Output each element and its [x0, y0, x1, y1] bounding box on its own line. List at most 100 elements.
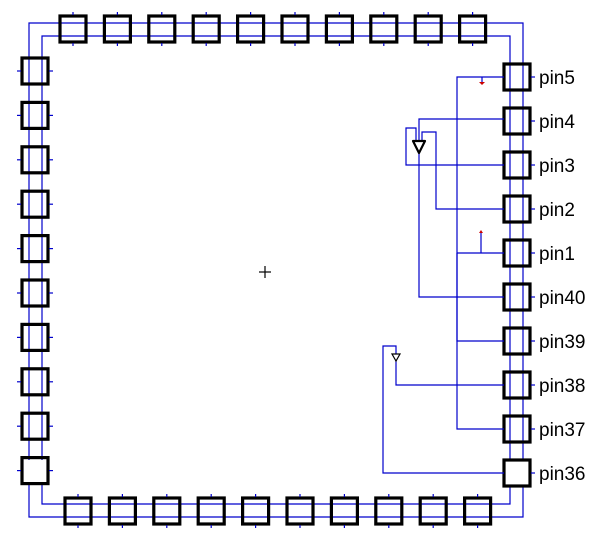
left-pad[interactable]	[17, 456, 53, 486]
right-pad-pin1[interactable]	[502, 238, 535, 268]
pad-outline	[502, 414, 532, 444]
bottom-pad[interactable]	[329, 494, 359, 528]
left-pad[interactable]	[17, 100, 53, 131]
bottom-pad[interactable]	[152, 494, 182, 528]
top-pad[interactable]	[147, 12, 177, 46]
bottom-pad[interactable]	[463, 494, 493, 528]
buffer-triangle-icon	[411, 139, 427, 155]
pad-outline	[147, 14, 177, 44]
red-marker-icon	[479, 82, 485, 85]
bottom-pad[interactable]	[418, 494, 448, 528]
bottom-pad[interactable]	[374, 494, 404, 528]
pad-outline	[20, 100, 50, 131]
pin-label-pin1: pin1	[539, 244, 575, 265]
top-pad[interactable]	[280, 12, 310, 46]
top-pad[interactable]	[58, 12, 88, 46]
left-pad[interactable]	[17, 411, 53, 441]
left-pad[interactable]	[17, 56, 53, 86]
pad-outline	[502, 282, 532, 312]
top-pad[interactable]	[458, 12, 488, 46]
bottom-pad[interactable]	[285, 494, 315, 528]
top-pad[interactable]	[102, 12, 133, 46]
extras	[259, 77, 485, 363]
pad-outline	[20, 456, 50, 486]
pad-outline	[20, 56, 50, 86]
pad-outline	[502, 106, 532, 136]
pad-outline	[502, 458, 532, 488]
bottom-pad[interactable]	[196, 494, 226, 528]
pin-label-pin37: pin37	[539, 420, 586, 441]
bottom-pad[interactable]	[63, 494, 93, 528]
pad-outline	[152, 496, 182, 526]
left-pad[interactable]	[17, 234, 53, 264]
pin-label-pin38: pin38	[539, 376, 586, 397]
red-marker-icon	[479, 230, 483, 233]
top-bus-outer	[28, 22, 524, 70]
pad-outline	[20, 367, 50, 397]
pad-outline	[20, 145, 50, 175]
pin-label-pin5: pin5	[539, 68, 575, 89]
pad-outline	[502, 370, 532, 400]
right-pad-pin2[interactable]	[502, 194, 535, 224]
pad-outline	[191, 14, 221, 44]
right-pad-pin5[interactable]	[502, 62, 535, 92]
wire-pin1-pin39	[456, 253, 504, 342]
right-pad-pin4[interactable]	[502, 106, 535, 136]
right-pad-pin40[interactable]	[502, 282, 535, 312]
pad-outline	[20, 411, 50, 441]
pad-outline	[20, 234, 50, 264]
pad-outline	[241, 496, 271, 526]
pin-labels: pin5pin4pin3pin2pin1pin40pin39pin38pin37…	[539, 68, 586, 485]
right-pad-pin39[interactable]	[502, 326, 535, 356]
bottom-pad[interactable]	[107, 494, 138, 528]
pin-label-pin40: pin40	[539, 288, 586, 309]
pad-outline	[502, 62, 532, 92]
left-pad[interactable]	[17, 322, 53, 352]
top-pad[interactable]	[324, 12, 354, 46]
right-pad-pin37[interactable]	[502, 414, 535, 444]
wire-pin3-buffer	[405, 127, 504, 166]
wire-pin38-buffer	[395, 360, 504, 386]
pad-outline	[374, 496, 404, 526]
pad-outline	[413, 14, 443, 44]
pad-outline	[280, 14, 310, 44]
bottom-bus-outer	[28, 484, 524, 518]
left-pad[interactable]	[17, 367, 53, 397]
top-pad[interactable]	[413, 12, 443, 46]
wire-buffer-pin40	[418, 152, 504, 298]
pad-outline	[418, 496, 448, 526]
pad-outline	[63, 496, 93, 526]
bus-lines	[28, 22, 524, 518]
left-pad[interactable]	[17, 189, 53, 219]
wire-pin2-buffer	[421, 131, 504, 210]
pad-outline	[58, 14, 88, 44]
pad-outline	[20, 278, 50, 308]
left-pad[interactable]	[17, 145, 53, 175]
pad-outline	[196, 496, 226, 526]
left-pad[interactable]	[17, 278, 53, 308]
pad-outline	[502, 238, 532, 268]
pad-outline	[20, 322, 50, 352]
wire-pin4-buffer	[418, 118, 504, 140]
pad-outline	[502, 194, 532, 224]
right-pad-pin36[interactable]	[502, 458, 535, 488]
pad-outline	[324, 14, 354, 44]
pad-outline	[463, 496, 493, 526]
pad-outline	[107, 496, 138, 526]
pin-label-pin39: pin39	[539, 332, 586, 353]
pad-outline	[329, 496, 359, 526]
pad-outline	[285, 496, 315, 526]
right-pad-pin3[interactable]	[502, 150, 535, 180]
top-pad[interactable]	[236, 12, 266, 46]
bottom-pad[interactable]	[241, 494, 271, 528]
top-pad[interactable]	[369, 12, 399, 46]
pad-outline	[458, 14, 488, 44]
pads	[17, 12, 535, 528]
wire-buffer-pin36	[382, 345, 504, 474]
pad-outline	[102, 14, 133, 44]
right-pad-pin38[interactable]	[502, 370, 535, 400]
top-pad[interactable]	[191, 12, 221, 46]
pin-label-pin4: pin4	[539, 112, 575, 133]
pad-outline	[20, 189, 50, 219]
